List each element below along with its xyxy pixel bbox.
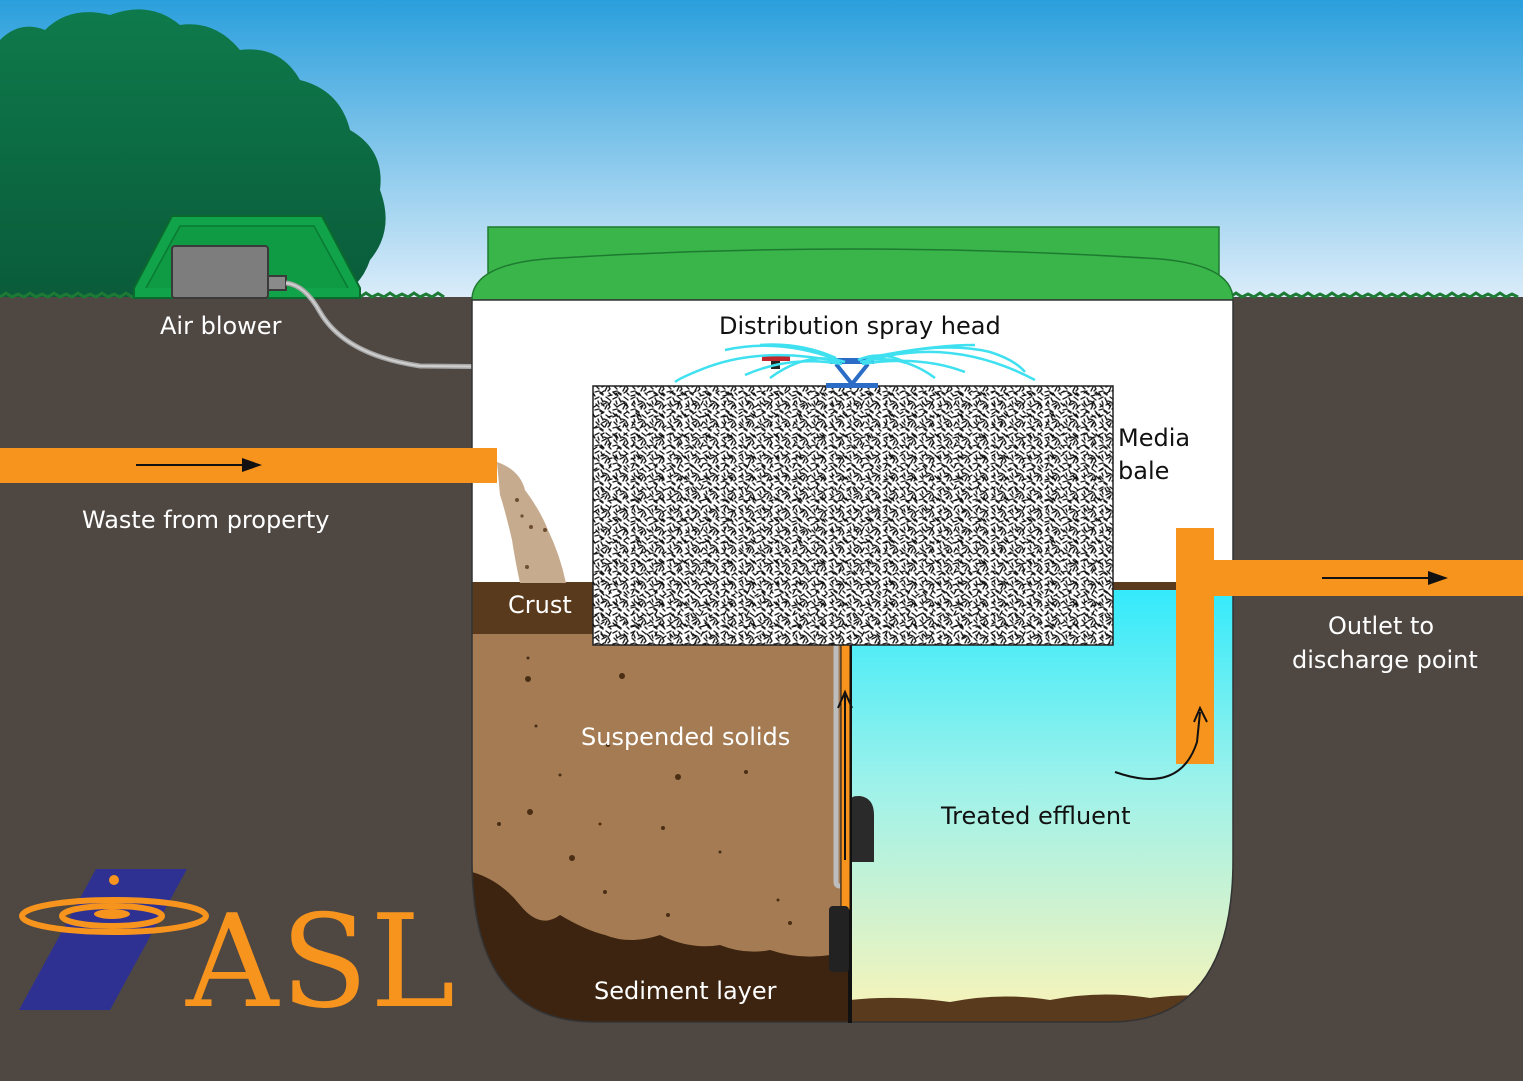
effluent-flow-arrow bbox=[1114, 711, 1201, 780]
waste-plume bbox=[497, 462, 566, 583]
label-media-bale-2: bale bbox=[1118, 457, 1169, 485]
baffle-upper bbox=[852, 796, 874, 862]
label-suspended-solids: Suspended solids bbox=[581, 723, 790, 751]
label-distribution-spray-head: Distribution spray head bbox=[719, 312, 1001, 340]
outlet-flow-arrow bbox=[1322, 571, 1448, 585]
grass-line-right bbox=[1229, 291, 1519, 299]
crust-layer bbox=[472, 582, 612, 634]
outlet-tee-vertical bbox=[1176, 528, 1214, 764]
tank bbox=[472, 300, 1233, 1022]
baffle-lower bbox=[829, 906, 849, 972]
logo-blue-bar bbox=[19, 869, 187, 1010]
label-waste-from-property: Waste from property bbox=[82, 506, 329, 534]
label-outlet-2: discharge point bbox=[1292, 646, 1478, 674]
label-crust: Crust bbox=[508, 591, 572, 619]
label-treated-effluent: Treated effluent bbox=[940, 802, 1131, 830]
label-air-blower: Air blower bbox=[160, 312, 282, 340]
label-sediment-layer: Sediment layer bbox=[594, 977, 777, 1005]
spray-jets bbox=[674, 343, 1036, 384]
blower-unit bbox=[171, 245, 269, 299]
label-outlet-1: Outlet to bbox=[1328, 612, 1434, 640]
sediment-layer bbox=[472, 872, 850, 1022]
asl-logo: ASL bbox=[19, 869, 457, 1037]
logo-text: ASL bbox=[185, 888, 457, 1037]
effluent-zone bbox=[850, 588, 1233, 1022]
tank-outline bbox=[471, 299, 1234, 1023]
solids-particles bbox=[497, 656, 792, 925]
valve-red bbox=[762, 356, 790, 361]
label-media-bale-1: Media bbox=[1118, 424, 1190, 452]
inlet-flow-arrow bbox=[136, 458, 262, 472]
